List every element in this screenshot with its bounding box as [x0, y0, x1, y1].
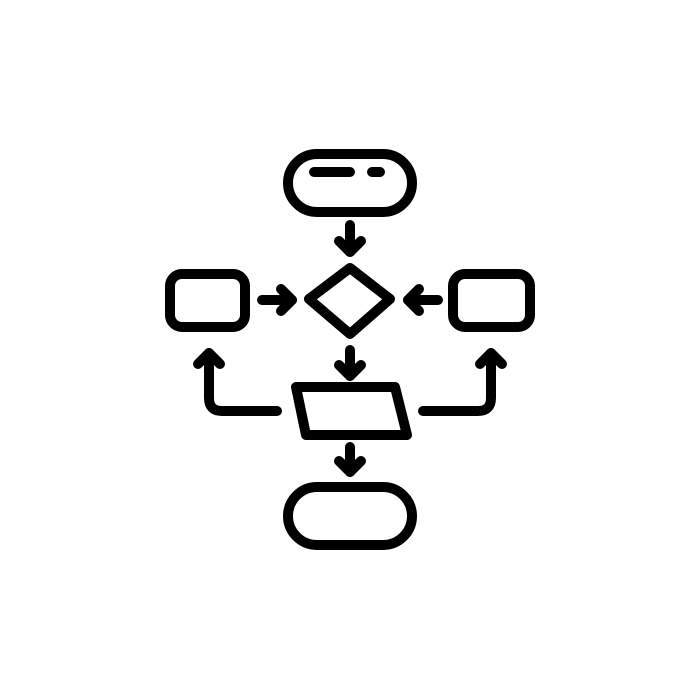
arrow-decision-to-io [334, 345, 366, 381]
left-process-box [165, 269, 250, 332]
arrow-left-to-decision [257, 284, 297, 316]
end-terminator [283, 482, 417, 550]
arrow-io-to-right [418, 348, 507, 416]
decision-diamond [304, 263, 395, 339]
input-output-parallelogram [291, 382, 412, 440]
arrow-io-to-end [334, 442, 366, 477]
right-process-box [448, 269, 535, 332]
arrow-right-to-decision [403, 284, 443, 316]
arrow-start-to-decision [334, 220, 366, 257]
start-terminator [283, 149, 417, 217]
arrow-io-to-left [193, 348, 282, 416]
